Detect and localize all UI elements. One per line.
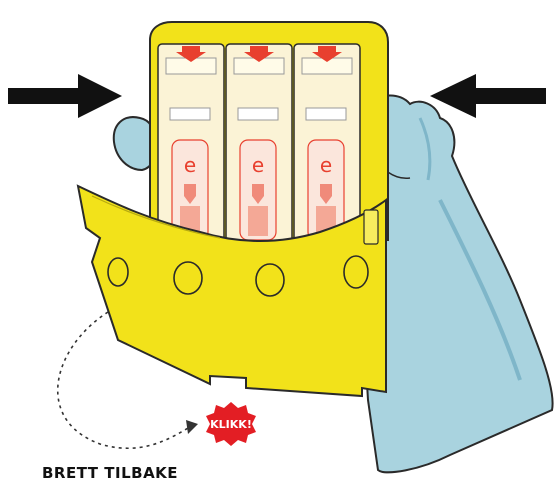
test-cassette-icon: e [225,43,293,245]
arrow-left-icon [430,74,546,118]
test-cassette-icon: e [157,43,225,245]
dotted-motion-arrow [57,311,198,449]
gloved-hand-icon [360,94,554,474]
svg-text:e: e [252,153,264,177]
test-cassette-icon: e [293,43,361,245]
click-burst-icon: KLIKK! [206,402,256,446]
caption-label: BRETT TILBAKE [42,464,179,482]
svg-text:e: e [184,153,196,177]
cassette-holder-icon: e e e [76,21,389,398]
arrow-right-icon [8,74,122,118]
svg-text:e: e [320,153,332,177]
click-burst-label: KLIKK! [210,418,252,431]
